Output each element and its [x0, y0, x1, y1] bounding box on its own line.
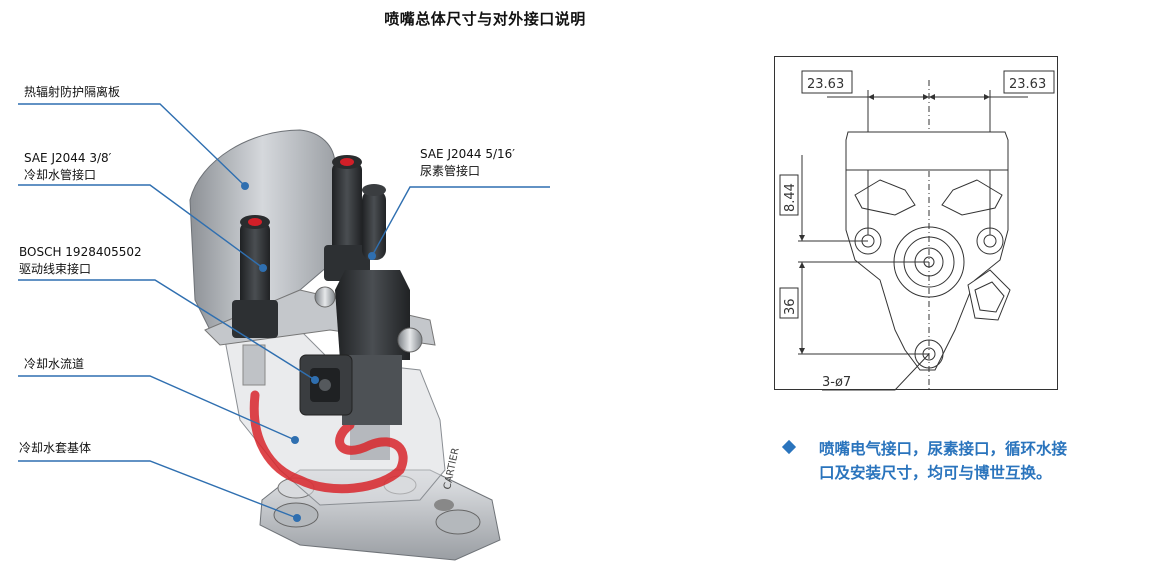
dim-right-width: 23.63 [1009, 77, 1046, 92]
dim-height-lower: 36 [783, 298, 798, 315]
note-line-2: 口及安装尺寸，均可与博世互换。 [819, 464, 1052, 482]
callout-coolant-port: SAE J2044 3/8′ 冷却水管接口 [24, 150, 111, 184]
dim-height-upper: 8.44 [783, 183, 798, 212]
callout-drive-harness-spec: BOSCH 1928405502 [19, 245, 142, 259]
injector-illustration: CARTIER [18, 103, 550, 561]
interchangeability-note: 喷嘴电气接口，尿素接口，循环水接 口及安装尺寸，均可与博世互换。 [819, 437, 1129, 485]
dim-box-left [801, 70, 853, 94]
dim-holes: 3-ø7 [822, 375, 851, 390]
callout-coolant-channel: 冷却水流道 [24, 356, 84, 373]
coolant-port-left [232, 215, 278, 338]
callout-drive-harness-name: 驱动线束接口 [19, 262, 92, 276]
callout-drive-harness: BOSCH 1928405502 驱动线束接口 [19, 244, 142, 278]
dim-box-right [1003, 70, 1055, 94]
dim-box-upper [779, 174, 799, 216]
callout-urea-port: SAE J2044 5/16′ 尿素管接口 [420, 146, 515, 180]
callout-coolant-jacket-text: 冷却水套基体 [19, 441, 92, 455]
callout-coolant-port-spec: SAE J2044 3/8′ [24, 151, 112, 165]
coolant-port-right [324, 155, 370, 281]
callout-coolant-channel-text: 冷却水流道 [24, 357, 85, 371]
callout-heat-shield-text: 热辐射防护隔离板 [24, 85, 121, 99]
drive-harness-connector [299, 354, 353, 416]
callout-heat-shield: 热辐射防护隔离板 [24, 84, 120, 101]
injector-head [314, 270, 423, 425]
callout-urea-port-name: 尿素管接口 [420, 164, 481, 178]
callout-urea-port-spec: SAE J2044 5/16′ [420, 147, 516, 161]
coolant-channel-path [249, 390, 408, 494]
note-line-1: 喷嘴电气接口，尿素接口，循环水接 [819, 440, 1068, 458]
technical-drawing-frame [774, 56, 1058, 390]
callout-coolant-jacket: 冷却水套基体 [19, 440, 91, 457]
callout-lines [18, 103, 550, 522]
dim-left-width: 23.63 [807, 77, 844, 92]
dim-box-lower [779, 287, 799, 319]
callout-coolant-port-name: 冷却水管接口 [24, 168, 97, 182]
page-title: 喷嘴总体尺寸与对外接口说明 [384, 10, 586, 28]
